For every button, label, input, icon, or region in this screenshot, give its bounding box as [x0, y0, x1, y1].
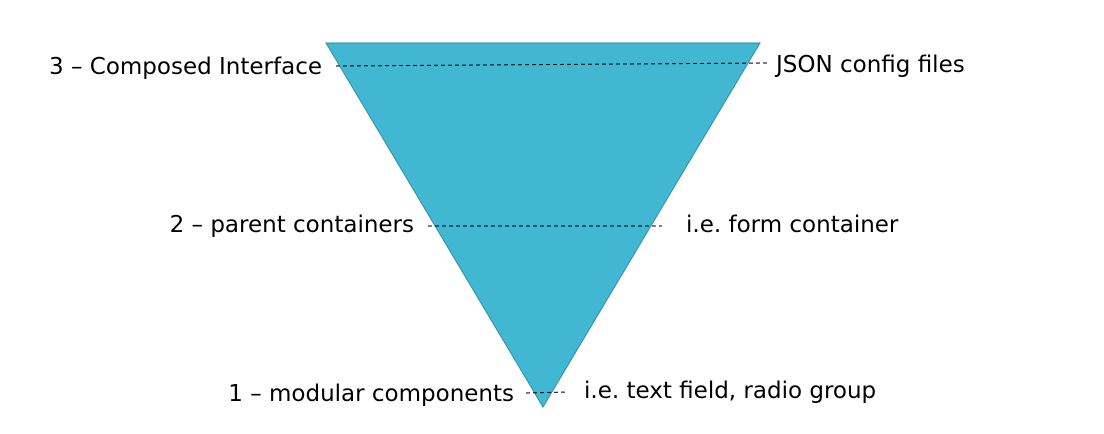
layer-3-description: JSON config files [776, 52, 965, 78]
layer-1-divider [525, 391, 569, 394]
layer-1-description: i.e. text field, radio group [584, 378, 877, 404]
layer-2-label: 2 – parent containers [169, 212, 414, 238]
layer-3-label: 3 – Composed Interface [49, 54, 322, 80]
layer-2-description: i.e. form container [686, 212, 899, 238]
inverted-triangle [325, 42, 761, 408]
layer-3-divider [335, 62, 769, 67]
layer-1-label: 1 – modular components [228, 381, 514, 407]
